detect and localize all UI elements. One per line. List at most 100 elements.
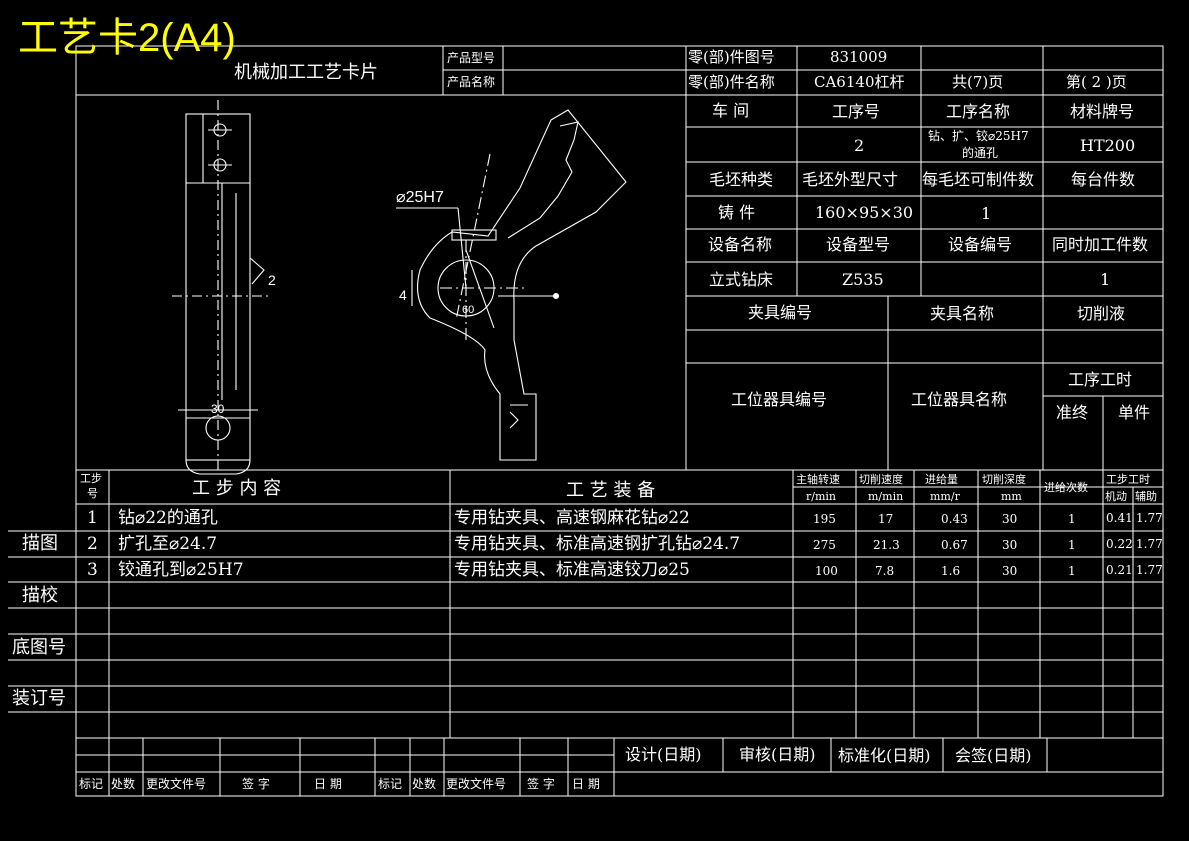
step-spindle: 195 bbox=[813, 512, 836, 526]
step-speed: 17 bbox=[878, 512, 894, 526]
signature-label-2: 签 字 bbox=[527, 777, 555, 791]
date-label: 日 期 bbox=[314, 777, 342, 791]
step-equipment: 专用钻夹具、标准高速钢扩孔钻⌀24.7 bbox=[454, 534, 741, 554]
op-time-label: 工序工时 bbox=[1068, 370, 1133, 389]
passes-header: 进给次数 bbox=[1044, 481, 1088, 494]
simul-value: 1 bbox=[1100, 270, 1111, 289]
sign-date-label: 会签(日期) bbox=[955, 746, 1032, 765]
step-passes: 1 bbox=[1068, 512, 1076, 526]
step-aux-time: 1.77 bbox=[1136, 563, 1163, 577]
total-pages: 共(7)页 bbox=[952, 73, 1004, 91]
blank-type-value: 铸 件 bbox=[718, 203, 756, 222]
op-no-label: 工序号 bbox=[832, 102, 881, 121]
step-speed: 21.3 bbox=[873, 538, 900, 552]
base-no-label: 底图号 bbox=[12, 637, 66, 658]
blank-type-label: 毛坯种类 bbox=[709, 170, 774, 189]
design-date-label: 设计(日期) bbox=[625, 745, 702, 764]
step-feed: 0.43 bbox=[941, 512, 968, 526]
equip-name-value: 立式钻床 bbox=[709, 270, 774, 289]
step-depth: 30 bbox=[1002, 538, 1018, 552]
dim-4: 4 bbox=[399, 287, 407, 303]
step-machine-time: 0.22 bbox=[1106, 537, 1133, 551]
lever-outline bbox=[417, 109, 627, 461]
blank-size-value: 160×95×30 bbox=[815, 203, 914, 222]
page-number: 第( 2 )页 bbox=[1066, 73, 1127, 91]
speed-unit: m/min bbox=[868, 490, 904, 503]
change-doc-label-2: 更改文件号 bbox=[446, 777, 507, 791]
unit-time-label: 单件 bbox=[1118, 403, 1151, 422]
step-depth: 30 bbox=[1002, 512, 1018, 526]
step-time-header: 工步工时 bbox=[1106, 473, 1150, 486]
step-passes: 1 bbox=[1068, 538, 1076, 552]
dim-2: 2 bbox=[268, 272, 276, 288]
step-speed: 7.8 bbox=[875, 564, 895, 578]
card-title-yellow: 工艺卡2(A4) bbox=[18, 16, 236, 60]
change-doc-label: 更改文件号 bbox=[146, 777, 207, 791]
simul-label: 同时加工件数 bbox=[1052, 235, 1149, 254]
step-aux-time: 1.77 bbox=[1136, 511, 1163, 525]
place-label-2: 处数 bbox=[412, 777, 437, 791]
prep-time-label: 准终 bbox=[1056, 403, 1089, 422]
product-name-label: 产品名称 bbox=[447, 75, 496, 89]
step-equipment: 专用钻夹具、高速钢麻花钻⌀22 bbox=[454, 508, 690, 528]
mark-label: 标记 bbox=[79, 777, 104, 791]
step-no: 1 bbox=[87, 508, 98, 528]
hole-dimension: ⌀25H7 bbox=[396, 189, 444, 206]
step-no-header-2: 号 bbox=[87, 487, 98, 500]
op-name-label: 工序名称 bbox=[946, 102, 1011, 121]
material-label: 材料牌号 bbox=[1070, 102, 1135, 121]
per-machine-label: 每台件数 bbox=[1071, 170, 1136, 189]
date-label-2: 日 期 bbox=[572, 777, 600, 791]
part-name-value: CA6140杠杆 bbox=[814, 73, 905, 91]
step-no: 3 bbox=[87, 560, 98, 580]
equip-model-value: Z535 bbox=[842, 270, 884, 289]
part-name-label: 零(部)件名称 bbox=[688, 73, 775, 91]
spindle-header: 主轴转速 bbox=[796, 473, 840, 486]
station-name-label: 工位器具名称 bbox=[911, 390, 1008, 409]
check-label: 描校 bbox=[22, 585, 58, 606]
step-spindle: 275 bbox=[813, 538, 836, 552]
station-no-label: 工位器具编号 bbox=[731, 390, 828, 409]
op-name-value-2: 的通孔 bbox=[962, 146, 999, 160]
fixture-no-label: 夹具编号 bbox=[748, 303, 813, 322]
blank-size-label: 毛坯外型尺寸 bbox=[802, 170, 899, 189]
equip-no-label: 设备编号 bbox=[948, 235, 1013, 254]
step-content: 扩孔至⌀24.7 bbox=[118, 534, 218, 554]
coolant-label: 切削液 bbox=[1077, 304, 1126, 323]
step-content-header: 工 步 内 容 bbox=[192, 478, 282, 499]
step-equipment: 专用钻夹具、标准高速铰刀⌀25 bbox=[454, 560, 690, 580]
standard-date-label: 标准化(日期) bbox=[838, 746, 931, 765]
step-no: 2 bbox=[87, 534, 98, 554]
mark-label-2: 标记 bbox=[378, 777, 403, 791]
per-blank-label: 每毛坯可制件数 bbox=[922, 170, 1035, 189]
part-drawing-no-value: 831009 bbox=[830, 48, 888, 66]
machine-time-header: 机动 bbox=[1105, 490, 1127, 503]
workshop-label: 车 间 bbox=[712, 101, 750, 120]
binding-no-label: 装订号 bbox=[12, 688, 66, 709]
review-date-label: 审核(日期) bbox=[739, 745, 816, 764]
aux-time-header: 辅助 bbox=[1135, 490, 1157, 503]
equip-name-label: 设备名称 bbox=[708, 235, 773, 254]
step-aux-time: 1.77 bbox=[1136, 537, 1163, 551]
speed-header: 切削速度 bbox=[859, 473, 903, 486]
trace-label: 描图 bbox=[22, 533, 58, 554]
step-passes: 1 bbox=[1068, 564, 1076, 578]
feed-header: 进给量 bbox=[925, 473, 958, 486]
fixture-name-label: 夹具名称 bbox=[930, 304, 995, 323]
step-content: 铰通孔到⌀25H7 bbox=[118, 560, 244, 580]
equipment-header: 工 艺 装 备 bbox=[566, 480, 656, 501]
signature-label: 签 字 bbox=[242, 777, 270, 791]
step-spindle: 100 bbox=[815, 564, 838, 578]
angle-60: 60 bbox=[462, 304, 475, 316]
op-name-value-1: 钻、扩、铰⌀25H7 bbox=[928, 129, 1029, 143]
width-dimension: 30 bbox=[211, 402, 225, 416]
step-machine-time: 0.21 bbox=[1106, 563, 1133, 577]
step-feed: 1.6 bbox=[941, 564, 961, 578]
spindle-unit: r/min bbox=[806, 490, 836, 503]
op-no-value: 2 bbox=[854, 136, 865, 155]
part-drawing-no-label: 零(部)件图号 bbox=[688, 48, 775, 66]
place-label: 处数 bbox=[111, 777, 136, 791]
step-content: 钻⌀22的通孔 bbox=[118, 508, 218, 528]
material-value: HT200 bbox=[1080, 136, 1136, 155]
